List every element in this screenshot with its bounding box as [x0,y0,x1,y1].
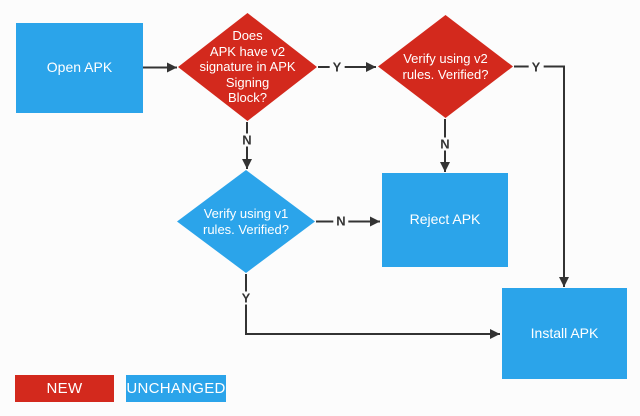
node-v2-signature-check-label: Does APK have v2 signature in APK Signin… [199,28,296,106]
node-reject-apk-label: Reject APK [409,211,481,228]
node-reject-apk: Reject APK [382,173,508,267]
node-install-apk-label: Install APK [530,324,599,341]
legend-unchanged: UNCHANGED [126,375,226,402]
node-open-apk: Open APK [16,23,143,113]
node-verify-v2-label: Verify using v2 rules. Verified? [402,50,489,82]
edge-label-v2-to-install: Y [528,60,544,74]
legend-new: NEW [15,375,114,402]
node-verify-v1-label: Verify using v1 rules. Verified? [203,205,289,237]
node-open-apk-label: Open APK [46,59,113,76]
edge-label-v2-to-reject: N [437,137,453,151]
edge-verify-v1-to-install [245,274,500,339]
edge-verify-v2-to-install [514,65,569,287]
edge-label-check-to-v1: N [239,133,255,147]
legend-new-label: NEW [46,380,83,397]
edge-label-v1-to-install: Y [238,291,254,305]
edge-label-v1-to-reject: N [333,214,349,228]
legend-unchanged-label: UNCHANGED [126,380,226,397]
node-install-apk: Install APK [502,288,627,379]
edge-label-check-to-v2: Y [329,60,345,74]
